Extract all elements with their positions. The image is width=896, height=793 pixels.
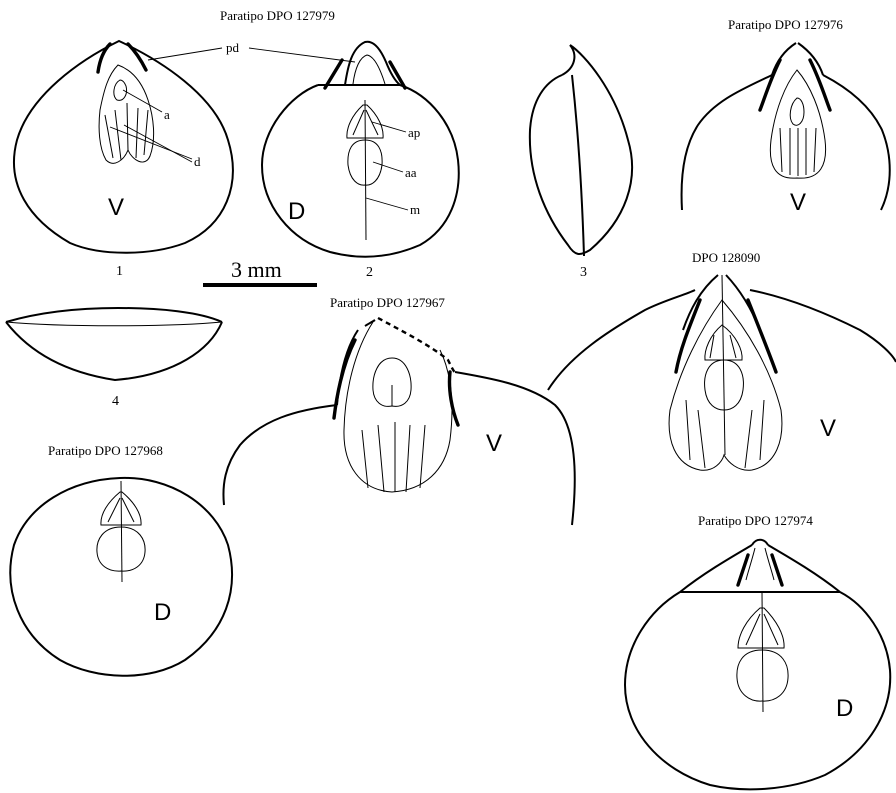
specimen-127974-dorsal: Paratipo DPO 127974 D bbox=[625, 513, 890, 789]
fig1-diductor-line-4 bbox=[144, 110, 148, 155]
fig4-commissure bbox=[6, 322, 222, 326]
ap-leader bbox=[372, 122, 406, 132]
pd-leader-right bbox=[249, 48, 355, 62]
fig1-muscle-field bbox=[99, 65, 154, 163]
d-annotation: d bbox=[194, 154, 201, 169]
fig4-lower-outline bbox=[6, 322, 222, 380]
specimen-127976-label: Paratipo DPO 127976 bbox=[728, 17, 843, 32]
figure-3-lateral-view: 3 bbox=[530, 45, 632, 280]
specimen-127967-view-letter: V bbox=[486, 430, 502, 457]
scale-bar: 3 mm bbox=[203, 257, 317, 285]
specimen-127968-view-letter: D bbox=[154, 599, 171, 626]
specimen-127974-beak-left bbox=[680, 545, 752, 592]
specimen-127967-reconstructed-margin bbox=[378, 318, 455, 372]
specimen-127968-anterior-adductor bbox=[97, 527, 145, 571]
fig1-diductor-line-3 bbox=[136, 108, 138, 158]
fig4-number: 4 bbox=[112, 394, 119, 409]
specimen-127974-view-letter: D bbox=[836, 695, 853, 722]
specimen-127976-pedicle-left bbox=[760, 60, 780, 110]
fig4-upper-outline bbox=[6, 308, 222, 322]
specimen-127974-label: Paratipo DPO 127974 bbox=[698, 513, 813, 528]
specimen-127967-muscle-field bbox=[344, 322, 452, 492]
specimen-127968-dorsal: Paratipo DPO 127968 D bbox=[10, 443, 232, 676]
specimen-128090-label: DPO 128090 bbox=[692, 250, 760, 265]
specimen-127974-valve-outline bbox=[625, 592, 890, 789]
m-annotation: m bbox=[410, 202, 420, 217]
specimen-127968-label: Paratipo DPO 127968 bbox=[48, 443, 163, 458]
pd-leader-left bbox=[148, 48, 222, 60]
specimen-128090-shell-left bbox=[548, 290, 695, 390]
figure-1-annotations: pd a d bbox=[110, 40, 355, 169]
fig2-valve-outline bbox=[262, 85, 459, 257]
specimen-127967-diductor-lines bbox=[362, 422, 425, 492]
fig3-commissure bbox=[572, 75, 584, 256]
specimen-127968-median-septum bbox=[121, 481, 122, 582]
specimen-127976-shell-left bbox=[682, 75, 772, 210]
specimen-127976-lines bbox=[780, 128, 816, 176]
aa-annotation: aa bbox=[405, 165, 417, 180]
fig2-number: 2 bbox=[366, 265, 373, 280]
specimen-128090-ventral: DPO 128090 V bbox=[548, 250, 896, 470]
d-leader-2 bbox=[124, 125, 192, 162]
specimen-127976-view-letter: V bbox=[790, 189, 806, 216]
scale-bar-label: 3 mm bbox=[231, 257, 282, 282]
fig3-number: 3 bbox=[580, 265, 587, 280]
specimen-127967-label: Paratipo DPO 127967 bbox=[330, 295, 445, 310]
specimen-127974-beak-right bbox=[768, 545, 840, 592]
specimen-127967-pedicle-left bbox=[334, 340, 355, 418]
specimen-127976-ventral: Paratipo DPO 127976 V bbox=[682, 17, 890, 216]
fig3-beak bbox=[562, 45, 574, 75]
specimen-127976-adductor bbox=[790, 98, 804, 125]
specimen-127974-beak-inner bbox=[746, 548, 774, 580]
fig2-pedicle-left bbox=[325, 60, 342, 88]
specimen-127974-pedicle-left bbox=[738, 555, 748, 585]
specimen-127974-beak-tip bbox=[752, 540, 768, 545]
fig2-median-septum bbox=[365, 100, 366, 240]
specimen-128090-shell-right bbox=[750, 290, 896, 362]
fig1-pedicle-right bbox=[128, 44, 146, 70]
aa-leader bbox=[373, 162, 403, 172]
specimen-128090-view-letter: V bbox=[820, 415, 836, 442]
specimen-128090-pedicle-left bbox=[676, 300, 700, 372]
m-leader bbox=[366, 198, 408, 210]
fig2-beak-inner bbox=[353, 55, 385, 84]
pd-annotation: pd bbox=[226, 40, 240, 55]
fig2-specimen-label: Paratipo DPO 127979 bbox=[220, 8, 335, 23]
fig2-view-letter: D bbox=[288, 198, 305, 225]
specimen-127967-ventral: Paratipo DPO 127967 V bbox=[223, 295, 574, 525]
specimen-128090-pedicle-right bbox=[748, 300, 776, 372]
a-leader bbox=[123, 90, 162, 112]
fig1-view-letter: V bbox=[108, 194, 124, 221]
ap-annotation: ap bbox=[408, 125, 420, 140]
fig1-diductor-line-1 bbox=[105, 115, 113, 158]
fig1-number: 1 bbox=[116, 264, 123, 279]
specimen-127967-beak-tip bbox=[365, 320, 375, 326]
specimen-128090-muscle-field bbox=[669, 300, 782, 470]
fig1-diductor-line-2 bbox=[115, 110, 121, 160]
specimen-127967-shell-left bbox=[223, 405, 337, 505]
specimen-127967-shell-right bbox=[455, 372, 575, 525]
specimen-127974-pedicle-right bbox=[772, 555, 782, 585]
figure-2-annotations: ap aa m bbox=[366, 122, 420, 217]
figure-4-anterior-view: 4 bbox=[6, 308, 222, 409]
specimen-127976-shell-right bbox=[823, 75, 890, 210]
fig1-adductor-scar bbox=[114, 80, 127, 100]
a-annotation: a bbox=[164, 107, 170, 122]
specimen-127967-pedicle-right bbox=[449, 372, 458, 425]
specimen-127974-median-septum bbox=[762, 592, 763, 712]
fig3-outline bbox=[530, 45, 632, 254]
